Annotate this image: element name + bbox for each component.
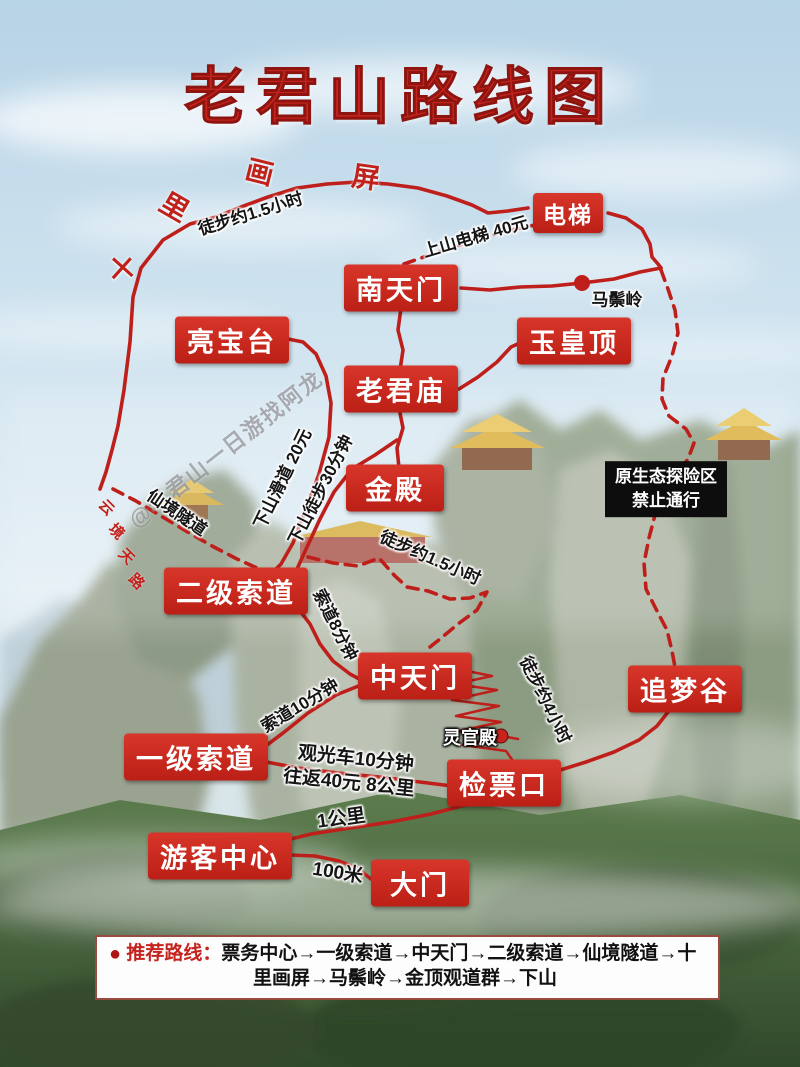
- node-dianti: 电梯: [533, 193, 603, 233]
- node-damen: 大门: [371, 859, 469, 907]
- node-youkezhongxin: 游客中心: [148, 832, 292, 880]
- warning-line2: 禁止通行: [632, 491, 700, 510]
- node-liangbaotai: 亮宝台: [175, 316, 289, 364]
- recommended-route-box: ● 推荐路线：票务中心→一级索道→中天门→二级索道→仙境隧道→十里画屏→马鬃岭→…: [95, 935, 720, 1000]
- node-erjisuodao: 二级索道: [164, 567, 308, 615]
- node-jianpiaokou: 检票口: [447, 759, 561, 807]
- recommend-route-text: 票务中心→一级索道→中天门→二级索道→仙境隧道→十里画屏→马鬃岭→金顶观道群→下…: [221, 943, 697, 989]
- node-zhongtianmen: 中天门: [358, 652, 472, 700]
- node-zhuimenggu: 追梦谷: [628, 665, 742, 713]
- ridge-char-ping: 屏: [349, 160, 382, 195]
- node-yuhuangding: 玉皇顶: [517, 317, 631, 365]
- label-lingguandian: 灵官殿: [443, 728, 497, 748]
- recommend-bullet-icon: ●: [109, 943, 122, 965]
- label-mazongling: 马鬃岭: [591, 290, 643, 310]
- node-nantianmen: 南天门: [344, 264, 458, 312]
- warning-box: 原生态探险区 禁止通行: [605, 461, 727, 517]
- warning-line1: 原生态探险区: [615, 467, 717, 487]
- node-yijisuodao: 一级索道: [124, 733, 268, 781]
- node-laojunmiao: 老君庙: [344, 365, 458, 413]
- page-title: 老君山路线图: [183, 63, 616, 133]
- recommend-label: 推荐路线：: [126, 943, 222, 964]
- node-jindian: 金殿: [346, 464, 444, 512]
